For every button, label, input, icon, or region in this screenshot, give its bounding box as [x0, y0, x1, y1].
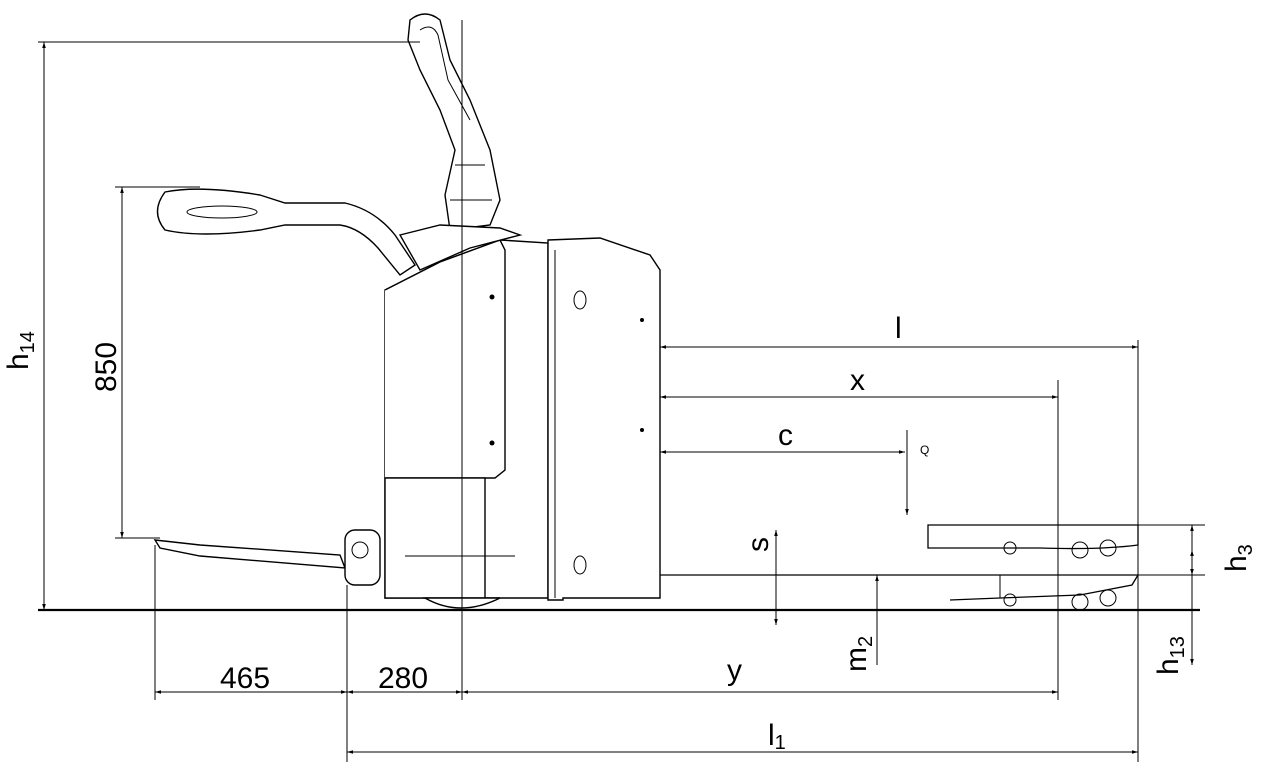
label-280: 280 — [378, 662, 428, 695]
label-y: y — [727, 654, 742, 687]
truck-body — [153, 237, 661, 609]
label-850: 850 — [90, 342, 123, 392]
label-x: x — [850, 364, 865, 397]
label-c: c — [778, 419, 793, 452]
label-Q: Q — [920, 443, 929, 457]
extension-lines — [38, 20, 1205, 762]
label-465: 465 — [220, 662, 270, 695]
label-l: l — [895, 312, 902, 345]
tiller-handle — [156, 188, 416, 276]
label-m2: m2 — [840, 636, 877, 672]
label-l1: l1 — [768, 719, 786, 754]
upper-tiller — [398, 13, 523, 271]
dimension-lines — [42, 42, 1194, 754]
label-s: s — [742, 537, 775, 552]
label-h14: h14 — [2, 331, 39, 370]
forks — [660, 524, 1139, 611]
label-h3: h3 — [1220, 544, 1257, 572]
label-h13: h13 — [1152, 636, 1189, 675]
